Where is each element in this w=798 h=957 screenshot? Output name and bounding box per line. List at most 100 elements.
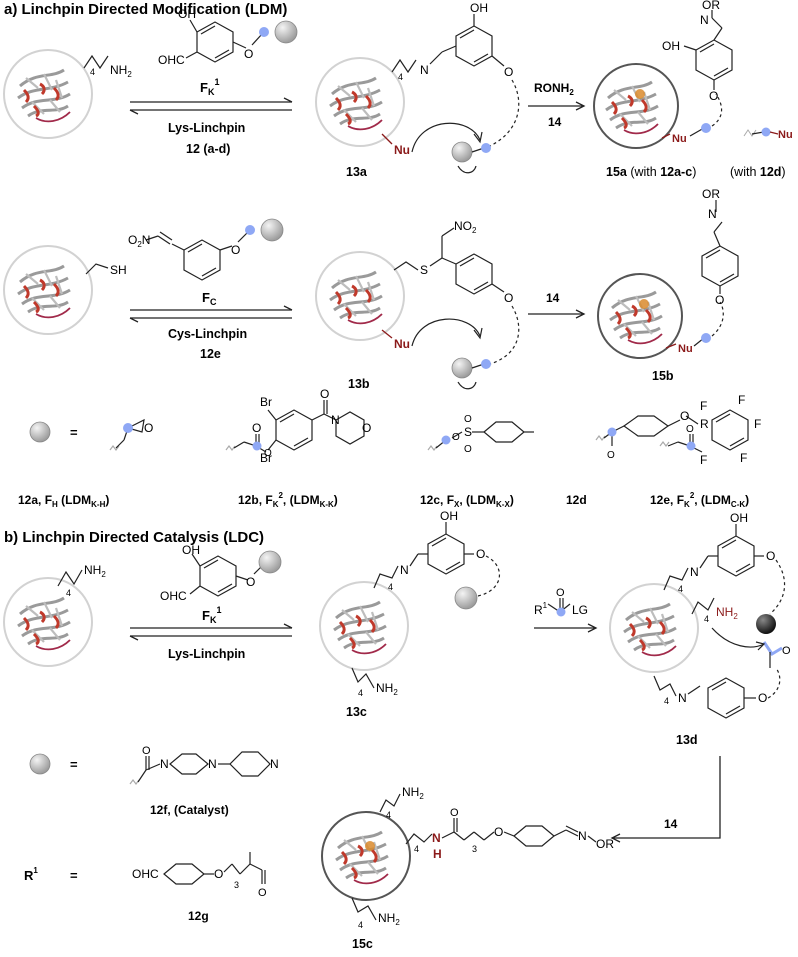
cys-linchpin-label: Cys-Linchpin bbox=[168, 327, 247, 341]
catalyst-ball-dark bbox=[756, 614, 776, 634]
s-13b: S bbox=[420, 263, 428, 277]
reactive-site-blue-13b bbox=[481, 359, 491, 369]
legend-label-12b: 12b, FK2, (LDMK-K) bbox=[238, 491, 338, 509]
label-15a: 15a (with 12a-c) bbox=[606, 165, 696, 179]
sub4-13c: 4 bbox=[388, 582, 393, 592]
sub4b-13d: 4 bbox=[664, 696, 669, 706]
legend-equals-a: = bbox=[70, 425, 78, 440]
protein-ribbon-icon bbox=[334, 830, 390, 885]
protein-ribbon-icon bbox=[332, 600, 388, 655]
n14-label-b: 14 bbox=[664, 817, 678, 831]
or-15c: OR bbox=[596, 837, 614, 851]
n3-12f: N bbox=[270, 757, 279, 771]
n-amide-15c: N bbox=[432, 831, 441, 845]
reagent-fk1-structure bbox=[185, 19, 263, 63]
section-a-title: a) Linchpin Directed Modification (LDM) bbox=[4, 1, 287, 18]
legend-equals-b2: = bbox=[70, 868, 78, 883]
reactive-site-blue-fc bbox=[245, 225, 255, 235]
o-13b: O bbox=[504, 291, 513, 305]
f2-12e: F bbox=[738, 393, 745, 407]
label-12e-top: 12e bbox=[200, 347, 221, 361]
reagent-ohc: OHC bbox=[158, 53, 185, 67]
section-b-title: b) Linchpin Directed Catalysis (LDC) bbox=[4, 529, 264, 546]
f4-12e: F bbox=[740, 451, 747, 465]
label-12g: 12g bbox=[188, 909, 209, 923]
o2n-label: O2N bbox=[128, 233, 150, 249]
label-13c: 13c bbox=[346, 705, 367, 719]
legend-ball bbox=[29, 421, 51, 443]
sub3-15c: 3 bbox=[472, 844, 477, 854]
equilibrium-arrow-a2 bbox=[129, 305, 293, 323]
o-15b: O bbox=[715, 293, 724, 307]
oxime-aryl-15b bbox=[701, 200, 739, 294]
n-13d: N bbox=[690, 565, 699, 579]
reactive-site-blue-12b bbox=[252, 441, 262, 451]
protein-ribbon-icon bbox=[604, 80, 660, 135]
protein-circle-13a bbox=[315, 57, 405, 147]
n14-label-a1: 14 bbox=[548, 115, 562, 129]
protein-ribbon-icon bbox=[16, 264, 72, 319]
protein-ribbon-icon bbox=[328, 76, 384, 131]
o-13d-bot: O bbox=[758, 691, 767, 705]
protein-circle-a1 bbox=[3, 49, 93, 139]
protein-circle-b1 bbox=[3, 577, 93, 667]
protein-circle-13c bbox=[319, 581, 409, 671]
struct-12g bbox=[163, 852, 266, 885]
reagent-oh: OH bbox=[178, 7, 196, 21]
or-15b: OR bbox=[702, 187, 720, 201]
catalyst-ball-13c bbox=[454, 586, 478, 610]
aryl-13d-top bbox=[699, 524, 764, 577]
equilibrium-arrow-a1 bbox=[129, 97, 293, 115]
r-12d: R bbox=[700, 417, 709, 431]
reactive-site-blue-12d-legend bbox=[607, 427, 617, 437]
f1-12e: F bbox=[700, 399, 707, 413]
o2-12c: O bbox=[464, 414, 472, 425]
n1-12f: N bbox=[160, 757, 169, 771]
legend-label-12e: 12e, FK2, (LDMC-K) bbox=[650, 491, 749, 509]
nh2-15c: NH2 bbox=[402, 785, 424, 801]
r1-label: R1 bbox=[534, 601, 548, 617]
chain-15c bbox=[441, 818, 579, 847]
o4-12b: O bbox=[362, 421, 371, 435]
reactive-site-blue-12d bbox=[761, 127, 771, 137]
o-amide-15c: O bbox=[450, 807, 459, 819]
sub4-b1: 4 bbox=[66, 588, 71, 598]
r1-legend: R1 bbox=[24, 866, 38, 883]
f3-12e: F bbox=[754, 417, 761, 431]
o-13c: O bbox=[476, 547, 485, 561]
struct-12b bbox=[225, 400, 365, 453]
lys-sub-4: 4 bbox=[90, 67, 95, 77]
n-13a: N bbox=[420, 63, 429, 77]
imine-chain-13a bbox=[391, 58, 417, 74]
sub4-13d: 4 bbox=[678, 584, 683, 594]
reactive-site-blue bbox=[259, 27, 269, 37]
n-12b: N bbox=[331, 413, 340, 427]
nh2-13d: NH2 bbox=[716, 605, 738, 621]
fk1-label-b: FK1 bbox=[202, 605, 221, 625]
fk1-label: FK1 bbox=[200, 77, 219, 97]
oh-15a: OH bbox=[662, 39, 680, 53]
nu-15b: Nu bbox=[678, 343, 693, 355]
o-12e: O bbox=[686, 424, 694, 435]
reactive-site-blue-12c bbox=[441, 435, 451, 445]
oxime-aryl-15a bbox=[683, 10, 733, 90]
aryl-13b bbox=[429, 227, 505, 295]
o2-12g: O bbox=[258, 887, 267, 899]
oh-13a: OH bbox=[470, 1, 488, 15]
protein-ribbon-icon bbox=[328, 270, 384, 325]
ohc-fk1-b: OHC bbox=[160, 589, 187, 603]
lys-linchpin-label: Lys-Linchpin bbox=[168, 121, 245, 135]
n-oxime-15c: N bbox=[578, 829, 587, 843]
warhead-ball-13a bbox=[451, 141, 473, 163]
reactive-site-blue-15b bbox=[701, 333, 711, 343]
nu-bond-13a bbox=[381, 133, 393, 145]
label-13d: 13d bbox=[676, 733, 698, 747]
cys-sh: SH bbox=[110, 263, 127, 277]
label-with-12d: (with 12d) bbox=[730, 165, 786, 179]
aryl-13c bbox=[409, 522, 474, 575]
label-13b: 13b bbox=[348, 377, 370, 391]
o-ether-15c: O bbox=[494, 825, 503, 839]
reagent-o: O bbox=[244, 47, 253, 61]
n14-label-a2: 14 bbox=[546, 291, 560, 305]
reactive-site-blue-15a bbox=[701, 123, 711, 133]
